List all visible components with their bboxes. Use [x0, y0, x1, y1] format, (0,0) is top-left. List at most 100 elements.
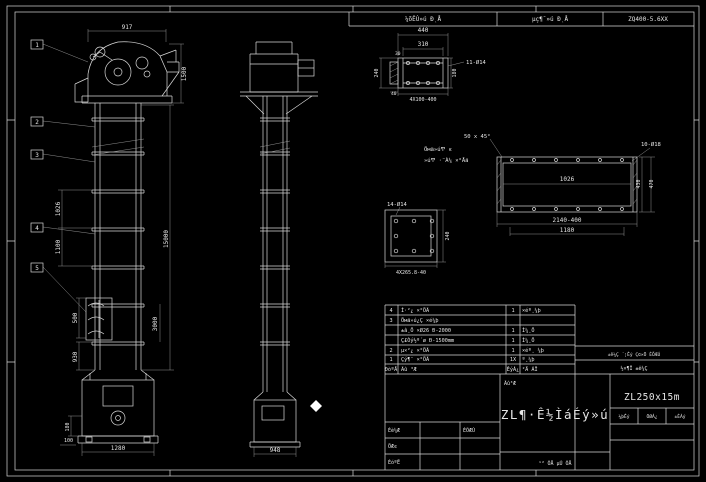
- side-casing-flanges: [260, 117, 290, 346]
- dim-channel-left: 240: [374, 68, 380, 77]
- sig-label-date: ÈÕÆÚ: [463, 426, 475, 434]
- dim-panel-1180: 1180: [560, 227, 575, 234]
- dim-panel-inner: 1026: [560, 176, 575, 183]
- bucket-profiles: [87, 300, 105, 338]
- flange-hole: [429, 248, 435, 254]
- grid-label-scale: ±ÈÀý: [674, 412, 685, 420]
- panel-hole: [576, 207, 580, 211]
- dim-channel-right: 180: [452, 68, 458, 77]
- dim-panel-height-2: 470: [649, 179, 655, 188]
- detail-flange: 14-Ø14 4X265.8-40 240: [384, 201, 451, 276]
- title-block: Éè¼Æ ÈÕÆÚ ÖÆͼ ÉóºË Ãû³Æ ZL¶·Ê½ÌáÉý»ú ¹² …: [385, 374, 694, 470]
- dim-flange-pitch: 4X265.8-40: [396, 270, 426, 276]
- panel-hole: [598, 207, 602, 211]
- dim-head-height: 1500: [181, 66, 188, 81]
- panel-hole: [598, 158, 602, 162]
- channel-hatch: [389, 61, 399, 85]
- bom-grid: [384, 304, 694, 470]
- sig-label-draw: ÖÆͼ: [388, 443, 397, 450]
- bucket-section-window: [85, 297, 113, 341]
- dim-channel-lip: 30: [395, 51, 401, 57]
- balloon-5-box: [30, 262, 44, 273]
- dim-channel-pitch: 4X100-400: [409, 97, 436, 103]
- panel-end-caps: [500, 157, 634, 212]
- sheet-count: ¹² ÕÅ µÚ ÕÅ: [538, 460, 571, 467]
- channel-inner-lines: [402, 58, 444, 88]
- flange-inner-outline: [390, 215, 432, 257]
- dim-left-lower: 1100: [55, 239, 62, 254]
- bolt-hole: [406, 81, 410, 85]
- dim-left-upper: 1026: [55, 201, 62, 216]
- inner-border: [14, 11, 695, 471]
- balloon-1: 1: [35, 42, 39, 49]
- grid-label-weight: ÖØÁ¿: [646, 413, 657, 420]
- drive-sprocket-circle: [135, 56, 149, 70]
- balloon-4: 4: [35, 225, 39, 232]
- bolt-hole: [436, 61, 440, 65]
- bom-qty: 1: [511, 348, 514, 354]
- channel-outline: [397, 57, 449, 89]
- chamfer-leader: [489, 138, 503, 158]
- dim-channel-inner-width: 310: [418, 41, 429, 48]
- channel-holes-note: 11-Ø14: [466, 59, 487, 66]
- bom-mat: ×éº¸ ¼þ: [522, 347, 544, 354]
- side-boot-door: [261, 405, 285, 421]
- bom-no: 4: [389, 308, 392, 314]
- side-view: 948: [240, 41, 322, 457]
- dim-boot-width: 1280: [111, 445, 126, 452]
- flange-holes-note: 14-Ø14: [387, 201, 408, 208]
- bom-desc: µ×²¿ ×°ÖÃ: [401, 347, 430, 354]
- bom-header-name: Ãû ³Æ: [401, 366, 417, 373]
- front-view: 917 1500 1026 1100 500 930 15000 3000 12…: [30, 24, 188, 456]
- boot-base: [77, 435, 159, 444]
- casing-walls: [94, 103, 142, 370]
- head-outline: [74, 41, 173, 104]
- revision-strip: ¼õËÙ»ú ÐͺÅ µç¶¯»ú ÐͺÅ ZQ400-5.6XX: [348, 12, 694, 27]
- bom-qty: 1: [511, 328, 514, 334]
- bom-table: 4 Í·²¿ ×°ÖÃ 1 ×éº¸¼þ 3 Öмä»ú¿Ç ×é¼þ ±â¸Ö…: [384, 304, 694, 470]
- flange-hole: [429, 233, 435, 239]
- dim-total-height: 15000: [163, 230, 170, 248]
- panel-hole: [576, 158, 580, 162]
- bom-desc: Í·²¿ ×°ÖÃ: [401, 306, 430, 314]
- strip-lines: [348, 12, 694, 27]
- side-head-outline: [249, 41, 299, 93]
- chamfer-note: 50 x 45°: [464, 134, 491, 140]
- bolt-hole: [416, 61, 420, 65]
- panel-hole: [620, 158, 624, 162]
- panel-outline: [496, 156, 638, 213]
- panel-hole: [554, 158, 558, 162]
- panel-hole: [532, 207, 536, 211]
- strip-cell-3: ZQ400-5.6XX: [628, 16, 668, 23]
- bom-no: 1: [389, 357, 392, 363]
- panel-hole: [510, 158, 514, 162]
- head-drive-bracket: [159, 49, 180, 97]
- anchor-slot-left: [85, 436, 93, 443]
- bom-no: 2: [389, 348, 392, 354]
- panel-note-2: »úͲ ·¨À¼ ×°Åä: [424, 157, 468, 164]
- bolt-hole: [426, 81, 430, 85]
- dim-flange-height: 240: [445, 231, 451, 240]
- panel-hole: [510, 207, 514, 211]
- detail-channel: 440 310 30 11-Ø14 240 180 4X100-400 40: [374, 27, 487, 103]
- casing-flanges: [91, 117, 145, 346]
- sig-label-design: Éè¼Æ: [388, 426, 400, 434]
- grid-label-count: ¼þÊý: [618, 412, 629, 420]
- bolt-hole: [406, 61, 410, 65]
- flange-dim-lines: [384, 209, 446, 268]
- dim-100: 100: [64, 438, 73, 444]
- bolt-hole: [416, 81, 420, 85]
- motor-circle: [94, 46, 106, 58]
- panel-hole: [554, 207, 558, 211]
- dim-channel-width: 440: [418, 27, 429, 34]
- balloon-1-box: [30, 39, 44, 50]
- panel-hole: [532, 158, 536, 162]
- balloon-3: 3: [35, 152, 39, 159]
- drawing-title: ZL¶·Ê½ÌáÉý»ú: [501, 407, 609, 422]
- panel-hole: [620, 207, 624, 211]
- balloon-leaders: [42, 43, 96, 313]
- side-break-lines: [259, 140, 291, 155]
- casing-break-lines: [91, 138, 145, 156]
- balloon-3-box: [30, 149, 44, 160]
- flange-outline: [384, 209, 438, 263]
